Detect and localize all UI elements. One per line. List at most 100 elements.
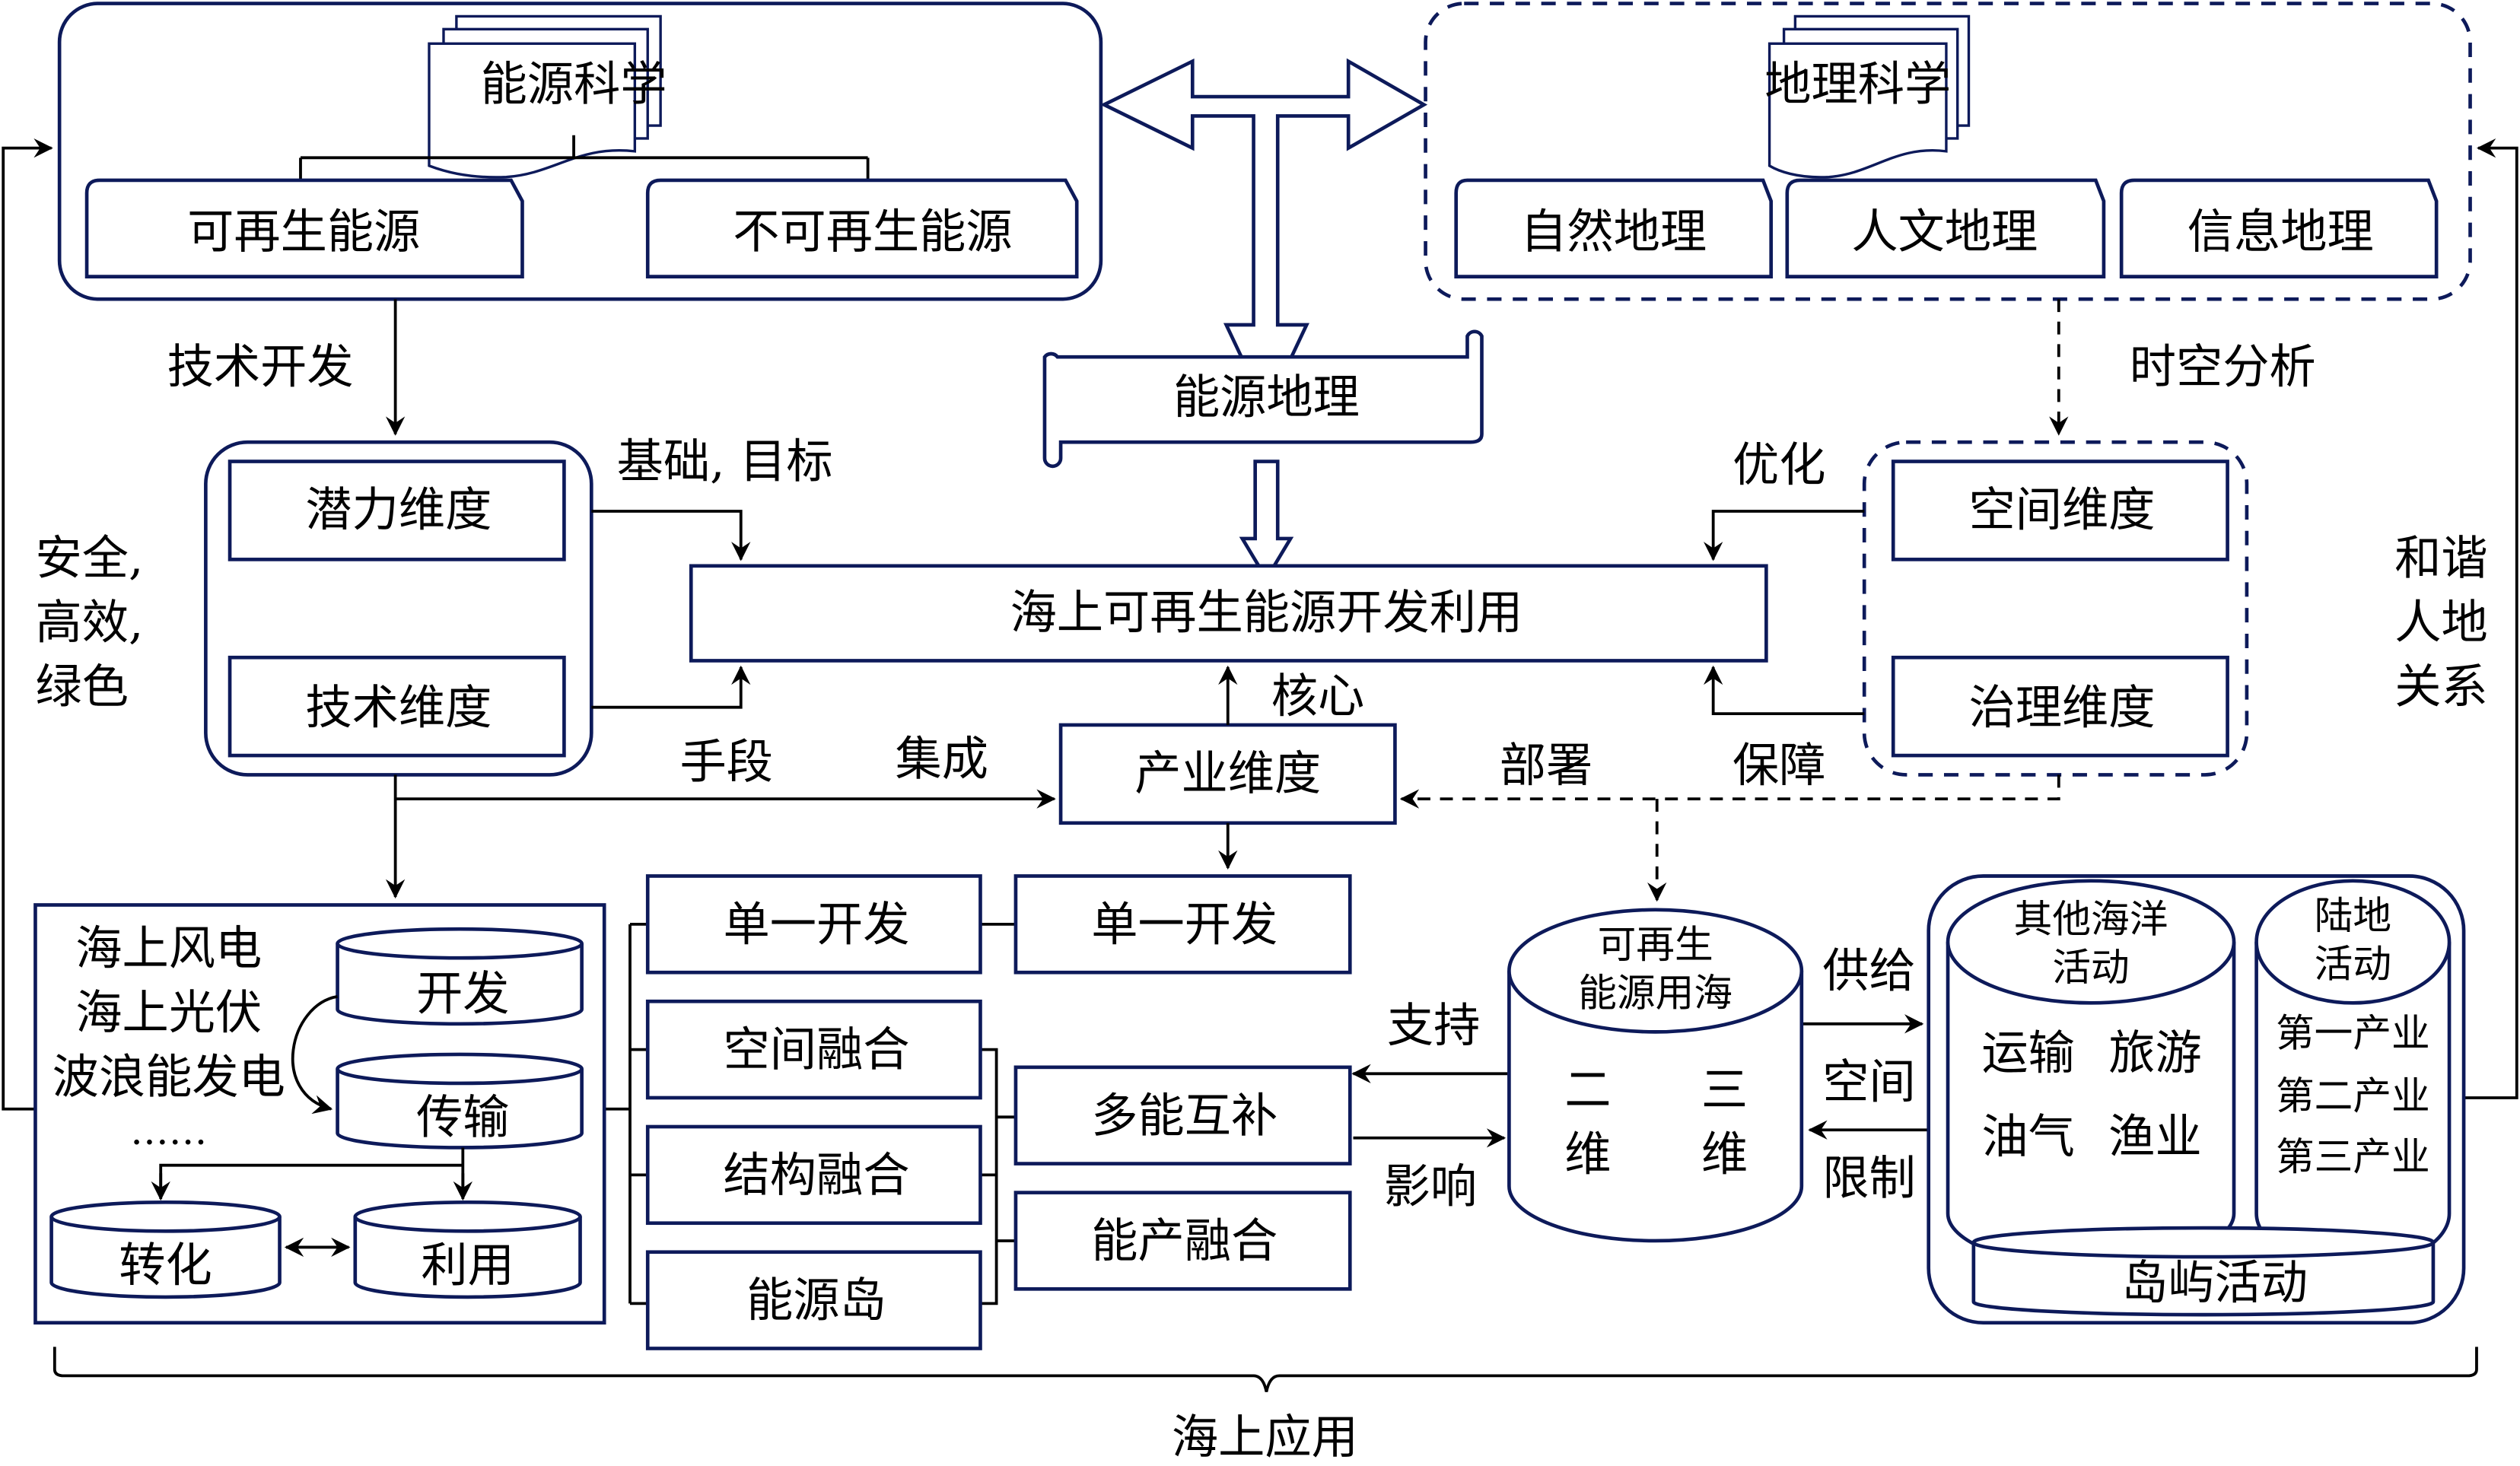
dev-modes-right-column: 单一开发 多能互补 能产融合 (1013, 874, 1352, 1291)
human-geography-box (1785, 178, 2106, 278)
label-integration: 集成 (896, 732, 989, 786)
mode-box (1013, 1065, 1352, 1165)
dim-3d-char: 维 (1701, 1127, 1748, 1181)
label-deploy: 部署 (1500, 739, 1593, 793)
core-box (689, 564, 1768, 663)
physical-geography-box (1454, 178, 1774, 278)
information-geography-label: 信息地理 (2188, 205, 2374, 259)
mode-label: 能源岛 (746, 1274, 886, 1328)
geo-science-title: 地理科学 (1764, 57, 1951, 111)
mode-box (645, 1250, 982, 1350)
energy-type-item: 海上光伏 (75, 986, 262, 1040)
label-guarantee: 保障 (1732, 739, 1826, 793)
right-side-label: 和谐 人地 关系 (2394, 531, 2488, 714)
core-title: 海上可再生能源开发利用 (1010, 586, 1523, 640)
mode-label: 多能互补 (1091, 1089, 1278, 1143)
deploy-arrow (1399, 774, 2060, 809)
sea-use-title-line: 可再生 (1598, 922, 1713, 967)
renewable-energy-box (84, 178, 524, 278)
mode-label: 结构融合 (724, 1148, 910, 1202)
label-core: 核心 (1271, 669, 1365, 723)
mode-box (645, 999, 982, 1100)
dev-modes-left-column: 单一开发 空间融合 结构融合 能源岛 (645, 874, 982, 1350)
energy-types-group: 海上风电 海上光伏 波浪能发电 …… 开发 传输 转化 利用 (33, 903, 606, 1325)
mode-label: 空间融合 (724, 1023, 910, 1077)
right-side-label-line: 和谐 (2394, 531, 2488, 585)
bottom-label: 海上应用 (1172, 1410, 1358, 1464)
mode-box (645, 874, 982, 975)
stage-label: 开发 (416, 967, 510, 1021)
land-activity-item: 第二产业 (2276, 1073, 2430, 1118)
ocean-activities-cylinder: 其他海洋 活动 运输 旅游 油气 渔业 (1946, 879, 2236, 1269)
governance-dimension-box (1891, 655, 2229, 758)
mode-label: 单一开发 (724, 898, 910, 952)
technology-to-core-arrow (591, 665, 751, 709)
left-side-label-line: 绿色 (35, 660, 129, 714)
mode-label: 单一开发 (1091, 898, 1278, 952)
physical-geography-label: 自然地理 (1520, 205, 1707, 259)
left-side-label: 安全, 高效, 绿色 (35, 531, 143, 714)
geography-to-core-arrow (1239, 460, 1294, 583)
stage-cylinder-develop: 开发 (336, 927, 584, 1026)
governance-dimension-label: 治理维度 (1969, 681, 2156, 735)
left-feedback-arrow (2, 138, 53, 1111)
label-tech-dev: 技术开发 (167, 340, 354, 394)
label-support: 支持 (1387, 999, 1481, 1053)
renewable-energy-label: 可再生能源 (187, 205, 420, 259)
stage-label: 传输 (416, 1090, 510, 1144)
label-means: 手段 (679, 736, 773, 790)
land-activities-title-line: 陆地 (2315, 893, 2391, 938)
modes-bracket-left (628, 922, 648, 1305)
right-side-label-line: 关系 (2394, 660, 2488, 714)
science-convergence-arrow (1099, 58, 1428, 415)
dim-2d-char: 二 (1564, 1064, 1611, 1118)
geo-science-container (1424, 2, 2472, 301)
left-side-label-line: 高效, (35, 596, 143, 650)
potential-dimension-box (228, 460, 566, 561)
sea-use-cylinder: 可再生 能源用海 二 维 三 维 (1507, 908, 1804, 1243)
stage-cylinder-transmit: 传输 (336, 1052, 584, 1150)
right-dimensions-container (1862, 440, 2249, 777)
stage-label: 利用 (421, 1239, 514, 1293)
bottom-brace (52, 1347, 2478, 1392)
spatial-dimension-box (1891, 460, 2229, 561)
connectors (2, 138, 2518, 1305)
geo-science-doc-icon (1768, 14, 1971, 179)
potential-dimension-label: 潜力维度 (305, 483, 492, 537)
ocean-activity-item: 渔业 (2108, 1110, 2201, 1164)
dim-3d-char: 三 (1701, 1064, 1748, 1118)
energy-science-group: 能源科学 可再生能源 不可再生能源 (57, 2, 1103, 301)
energy-science-doc-icon (428, 14, 662, 179)
energy-science-tree-connector (299, 135, 870, 180)
label-supply: 供给 (1822, 944, 1916, 998)
label-space: 空间 (1822, 1055, 1916, 1109)
island-activities-cylinder: 岛屿活动 (1971, 1226, 2436, 1317)
stage-cylinder-utilize: 利用 (353, 1200, 582, 1299)
spatial-dimension-label: 空间维度 (1969, 483, 2156, 537)
activities-group: 其他海洋 活动 运输 旅游 油气 渔业 陆地 活动 第一产业 第二产业 第三产业… (1927, 874, 2466, 1325)
stage-label: 转化 (119, 1239, 212, 1293)
energy-science-title: 能源科学 (481, 57, 667, 111)
label-optimize: 优化 (1732, 438, 1826, 492)
dim-2d-char: 维 (1564, 1127, 1611, 1181)
nonrenewable-energy-label: 不可再生能源 (733, 205, 1013, 259)
label-restrict: 限制 (1822, 1152, 1916, 1206)
nonrenewable-energy-box (645, 178, 1079, 278)
land-activity-item: 第三产业 (2276, 1134, 2430, 1179)
modes-bracket-right (980, 1048, 1016, 1305)
potential-to-core-arrow (591, 510, 751, 561)
geo-science-group: 地理科学 自然地理 人文地理 信息地理 (1424, 2, 2472, 301)
human-geography-label: 人文地理 (1851, 205, 2038, 259)
label-basis-goal: 基础, 目标 (617, 435, 833, 489)
mode-box (1013, 1191, 1352, 1291)
ocean-activities-title-line: 活动 (2052, 945, 2129, 990)
information-geography-box (2119, 178, 2439, 278)
industry-dimension-box (1058, 723, 1397, 825)
energy-geography-title: 能源地理 (1173, 370, 1360, 425)
right-side-label-line: 人地 (2394, 596, 2488, 650)
technology-dimension-label: 技术维度 (305, 681, 492, 735)
governance-to-core-arrow (1703, 665, 1865, 716)
mode-box (645, 1124, 982, 1226)
land-activity-item: 第一产业 (2276, 1010, 2430, 1055)
